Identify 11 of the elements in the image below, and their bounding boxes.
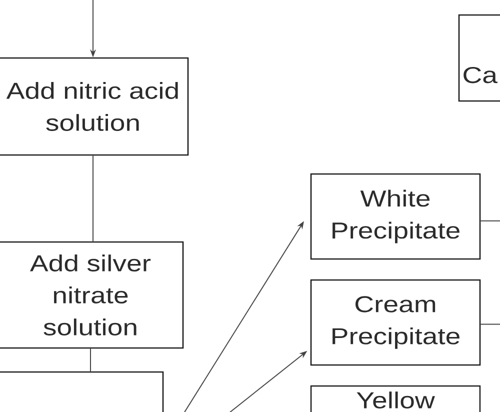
process-box: Add silver nitrate solution: [0, 241, 184, 349]
connector-line: [480, 220, 500, 222]
process-box: Ca: [458, 14, 500, 102]
process-box: White Precipitate: [310, 173, 481, 260]
process-box: Cream Precipitate: [310, 279, 481, 366]
connector-line: [90, 348, 91, 372]
process-box: [0, 371, 164, 412]
connector-line: [480, 324, 500, 325]
connector-line: [92, 155, 94, 242]
process-box: Yellow: [310, 385, 481, 412]
process-box: Add nitric acid solution: [0, 57, 189, 156]
